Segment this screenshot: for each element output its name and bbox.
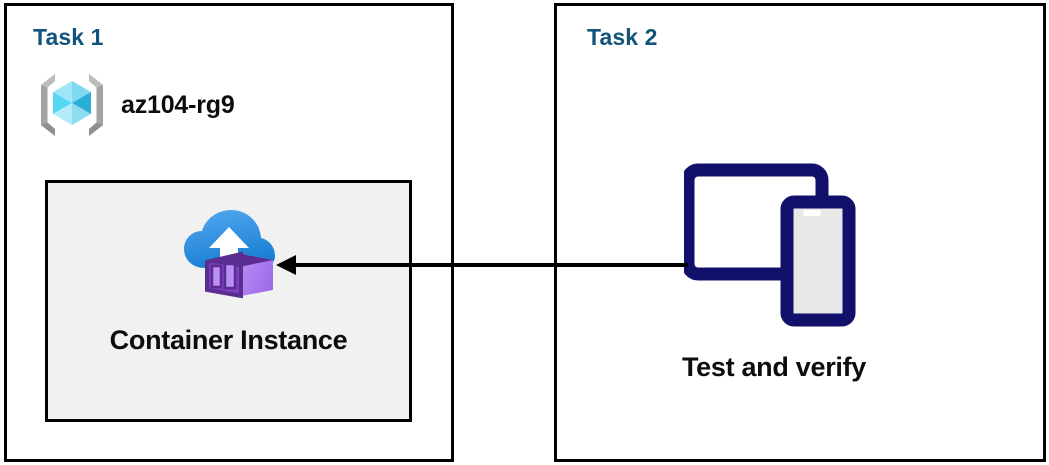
azure-container-instance-icon	[184, 210, 275, 299]
tablet-and-phone-devices-icon	[684, 163, 856, 327]
container-instance-label: Container Instance	[109, 325, 348, 355]
resource-group-row: az104-rg9	[35, 68, 235, 142]
container-instance-box: Container Instance	[45, 180, 412, 422]
resource-group-name: az104-rg9	[121, 90, 235, 119]
arrow-task2-to-container-instance	[276, 255, 688, 275]
task-panel-1: Task 1 az104-rg9	[4, 3, 454, 462]
azure-resource-group-icon	[41, 74, 103, 136]
test-and-verify-label: Test and verify	[681, 352, 867, 382]
task-2-title: Task 2	[587, 24, 658, 50]
task-1-title: Task 1	[33, 24, 104, 50]
